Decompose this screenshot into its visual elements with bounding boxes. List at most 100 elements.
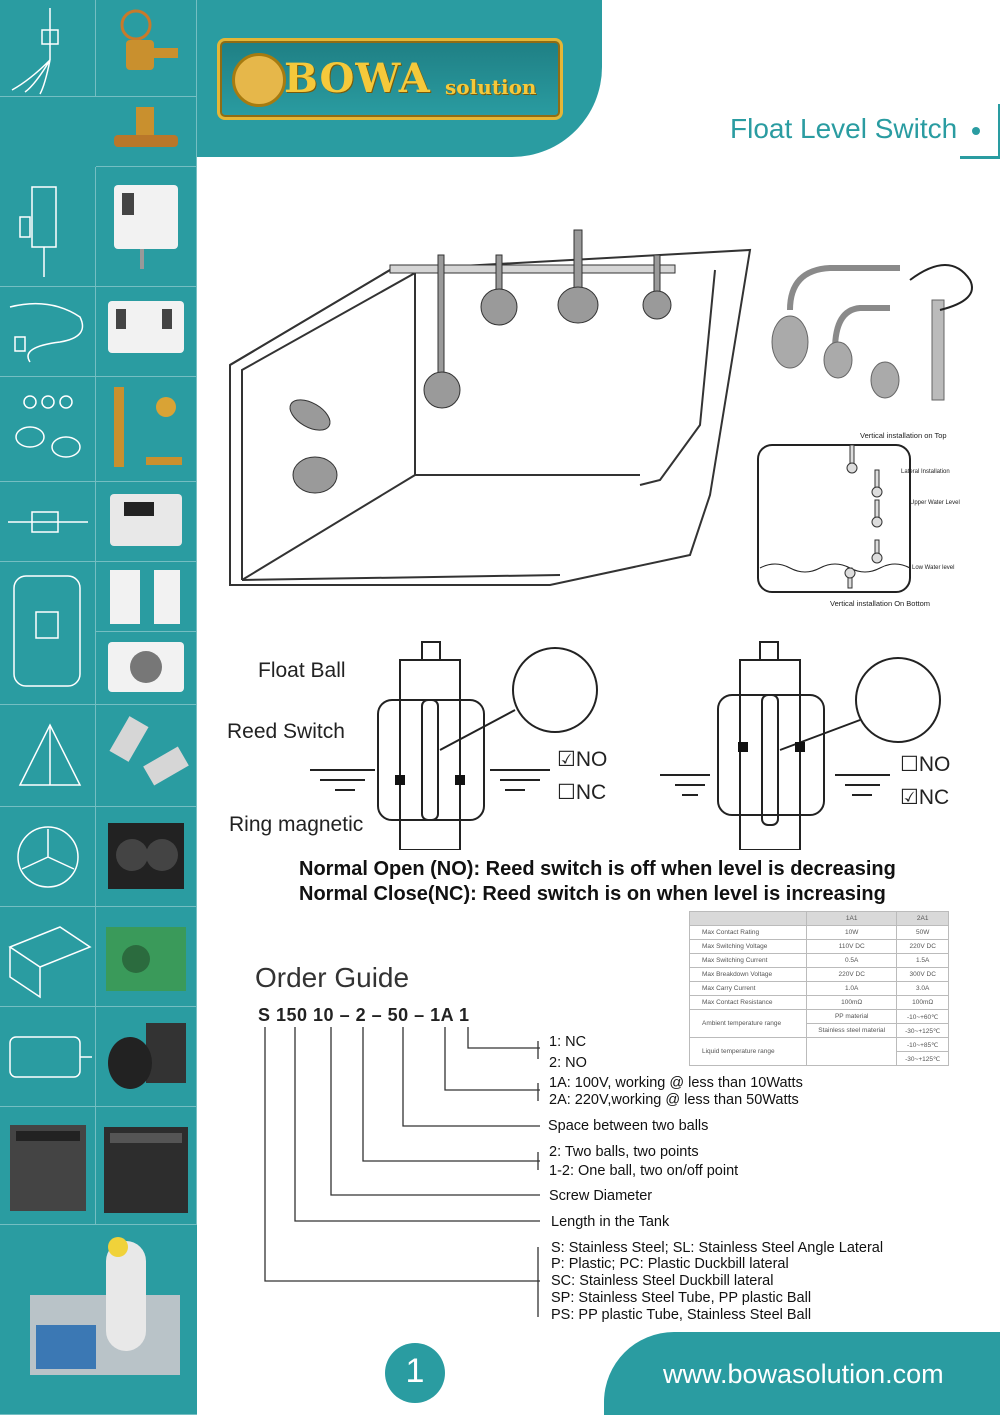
product-thumb-chiller	[96, 1107, 197, 1225]
spec-key: Max Contact Resistance	[689, 995, 807, 1010]
title-dot-icon	[972, 127, 980, 135]
page-number: 1	[405, 1352, 425, 1390]
page-number-badge: 1	[385, 1343, 445, 1403]
spec-key: Max Carry Current	[689, 981, 807, 996]
tank-illustration	[229, 229, 752, 586]
og-item-nc: 1: NC	[549, 1034, 587, 1050]
product-thumb-condensing-unit	[96, 907, 197, 1007]
install-label-lateral: Lateral Installation	[901, 469, 950, 475]
og-item-space: Space between two balls	[548, 1118, 709, 1134]
og-item-screw: Screw Diameter	[549, 1188, 653, 1204]
option-no-label: NO	[575, 748, 608, 771]
product-thumb-unit-diagram	[0, 907, 96, 1007]
product-thumb-expansion-valve-diagram	[0, 0, 96, 97]
brand-suffix: solution	[445, 75, 537, 99]
statement-normal-open: Normal Open (NO): Reed switch is off whe…	[299, 858, 896, 880]
brand-name: BOWA	[284, 55, 431, 102]
product-thumb-pressure-switch-diagram	[0, 167, 96, 287]
install-label-upper: Upper Water Level	[910, 500, 960, 506]
spec-val: 0.5A	[805, 953, 898, 968]
float-diagram-no	[310, 641, 598, 850]
product-thumb-dual-pressure-controller	[96, 287, 197, 377]
product-thumb-cooling-tower	[0, 1107, 96, 1225]
spec-val: -10~+85℃	[896, 1037, 949, 1052]
label-float-ball: Float Ball	[258, 659, 346, 682]
spec-header-2a1: 2A1	[896, 911, 949, 926]
footer-url[interactable]: www.bowasolution.com	[663, 1359, 944, 1389]
og-item-material-ps: PS: PP plastic Tube, Stainless Steel Bal…	[551, 1307, 812, 1323]
product-thumb-rack-system	[0, 1225, 197, 1415]
og-item-material-p: P: Plastic; PC: Plastic Duckbill lateral	[551, 1256, 789, 1272]
footer-band	[604, 1332, 1000, 1415]
spec-val: -10~+60℃	[896, 1009, 949, 1024]
option-nc-unchecked: ☐NC	[557, 781, 607, 804]
og-item-one-ball: 1-2: One ball, two on/off point	[549, 1163, 739, 1179]
spec-val: -30~+125℃	[896, 1051, 949, 1066]
spec-val: 220V DC	[805, 967, 898, 982]
product-thumb-pressure-controller	[96, 167, 197, 287]
og-item-material-sc: SC: Stainless Steel Duckbill lateral	[551, 1273, 774, 1289]
logo-seal-icon	[232, 53, 286, 107]
option-no-checked: ☑NO	[557, 748, 608, 771]
spec-key: Max Breakdown Voltage	[689, 967, 807, 982]
product-thumb-hinge-diagram	[0, 705, 96, 807]
product-thumb-sight-glass-diagram	[0, 377, 96, 482]
option-nc-label: NC	[575, 781, 607, 804]
product-thumb-expansion-valve	[96, 0, 197, 97]
og-item-2a: 2A: 220V,working @ less than 50Watts	[549, 1092, 799, 1108]
spec-key: Max Switching Voltage	[689, 939, 807, 954]
title-accent-line	[960, 104, 1000, 159]
product-thumb-compressor-diagram	[0, 562, 96, 705]
spec-key: Liquid temperature range	[689, 1037, 807, 1066]
product-thumb-motor-diagram	[0, 1007, 96, 1107]
option-nc-label-right: NC	[918, 786, 950, 809]
product-thumb-filter-diagram	[0, 482, 96, 562]
label-reed-switch: Reed Switch	[227, 720, 345, 743]
order-code: S 150 10 – 2 – 50 – 1A 1	[258, 1005, 470, 1025]
product-thumb-fan-diagram	[0, 807, 96, 907]
brand-logo: BOWA solution	[217, 38, 563, 120]
option-no-unchecked-right: ☐NO	[900, 753, 951, 776]
product-thumb-hinges	[96, 705, 197, 807]
product-photos	[771, 264, 973, 401]
spec-sub-key: PP material	[805, 1009, 898, 1024]
spec-header-1a1: 1A1	[805, 911, 898, 926]
option-no-label-right: NO	[918, 753, 951, 776]
spec-val: 10W	[805, 925, 898, 940]
product-thumb-compressor-unit	[96, 1007, 197, 1107]
install-label-low: Low Water level	[912, 565, 955, 571]
product-thumb-digital-controller	[96, 482, 197, 562]
table-row: Stainless steel material-30~+125℃	[690, 1023, 949, 1038]
order-guide-connectors	[264, 1027, 540, 1317]
statement-normal-close: Normal Close(NC): Reed switch is on when…	[299, 883, 886, 905]
spec-val: 100mΩ	[805, 995, 898, 1010]
option-nc-checked-right: ☑NC	[900, 786, 950, 809]
og-item-length: Length in the Tank	[551, 1214, 670, 1230]
og-item-material-sp: SP: Stainless Steel Tube, PP plastic Bal…	[551, 1290, 812, 1306]
product-thumb-brass-fittings	[96, 377, 197, 482]
spec-val: 220V DC	[896, 939, 949, 954]
spec-val: 3.0A	[896, 981, 949, 996]
spec-sub-key: Stainless steel material	[805, 1023, 898, 1038]
spec-blank	[805, 1037, 898, 1066]
product-thumb-condenser	[96, 807, 197, 907]
spec-val: -30~+125℃	[896, 1023, 949, 1038]
table-row: Liquid temperature range -10~+85℃	[689, 1037, 949, 1066]
product-thumb-evaporator-fan	[96, 632, 197, 705]
product-thumb-capillary-diagram	[0, 287, 96, 377]
spec-val: 110V DC	[805, 939, 898, 954]
label-ring-magnetic: Ring magnetic	[229, 813, 364, 836]
og-item-no: 2: NO	[549, 1055, 587, 1071]
page-title: Float Level Switch	[730, 113, 958, 144]
installation-diagram	[757, 444, 911, 593]
spec-val: 1.0A	[805, 981, 898, 996]
product-thumb-relay-modules	[96, 562, 197, 632]
